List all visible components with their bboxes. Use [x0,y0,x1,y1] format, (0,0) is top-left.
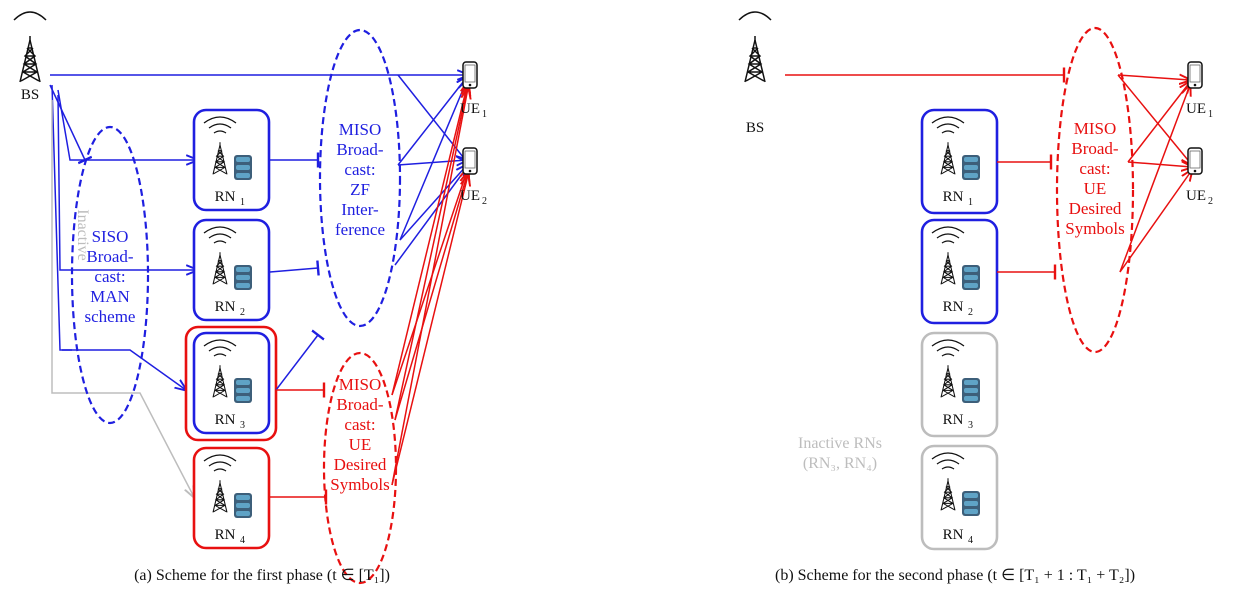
svg-text:2: 2 [482,196,487,207]
svg-text:UE: UE [460,101,480,117]
svg-text:UE: UE [349,435,372,454]
svg-text:2: 2 [968,307,973,318]
panel-b: BS RN 1 RN 2 RN 3 [738,11,1213,584]
svg-text:Inter-: Inter- [341,200,379,219]
miso-zf-ellipse [318,28,402,328]
miso-zf-text: MISO Broad- cast: ZF Inter- ference [335,120,385,239]
svg-text:1: 1 [1208,109,1213,120]
bs-label: BS [21,87,39,103]
svg-text:RN: RN [943,412,964,428]
svg-text:UE: UE [460,188,480,204]
miso-ue-text-b: MISO Broad- cast: UE Desired Symbols [1065,119,1125,238]
phone-icon [1187,61,1203,89]
svg-text:Symbols: Symbols [330,475,390,494]
svg-text:4: 4 [968,535,973,546]
rn-box-b3: RN 3 [920,331,999,438]
svg-text:BS: BS [746,120,764,136]
rn-box-2: RN 2 [192,218,271,322]
miso-ue-ellipse-a [322,351,398,585]
svg-text:MISO: MISO [339,120,382,139]
siso-text: SISO Broad- cast: MAN scheme [85,227,136,326]
svg-text:cast:: cast: [1079,159,1110,178]
rn-ue-links-blue [269,75,467,391]
siso-ellipse [70,125,150,425]
rn-box-3: RN 3 [184,325,278,442]
svg-text:MAN: MAN [90,287,130,306]
ue-1-a: UE 1 [460,61,487,120]
wifi-icon [13,11,47,21]
svg-text:MISO: MISO [339,375,382,394]
svg-text:ZF: ZF [350,180,370,199]
svg-text:ference: ference [335,220,385,239]
inactive-label: Inactive [74,209,91,261]
svg-text:MISO: MISO [1074,119,1117,138]
svg-text:RN: RN [943,299,964,315]
panel-a: BS Inactive SISO Broad- cast: MAN scheme [13,11,487,585]
svg-text:RN: RN [215,527,236,543]
phone-icon [462,147,478,175]
caption-a: (a) Scheme for the first phase (t ∈ [T₁]… [134,567,390,584]
tower-icon [744,35,766,83]
inactive-rns-text: Inactive RNs (RN₃, RN₄) [798,435,882,472]
svg-text:RN: RN [215,412,236,428]
svg-text:RN: RN [215,189,236,205]
rn-box-1: RN 1 [192,108,271,212]
rn-box-b2: RN 2 [920,218,999,325]
ue-2-b: UE 2 [1186,147,1213,207]
svg-text:scheme: scheme [85,307,136,326]
miso-ue-text-a: MISO Broad- cast: UE Desired Symbols [330,375,390,494]
svg-text:2: 2 [240,307,245,318]
tower-icon [19,35,41,83]
svg-text:(RN₃, RN₄): (RN₃, RN₄) [803,455,877,472]
svg-text:1: 1 [482,109,487,120]
svg-text:UE: UE [1084,179,1107,198]
svg-text:RN: RN [215,299,236,315]
svg-text:3: 3 [968,420,973,431]
svg-text:Desired: Desired [334,455,387,474]
ue-2-a: UE 2 [460,147,487,207]
svg-text:Broad-: Broad- [86,247,134,266]
svg-text:RN: RN [943,527,964,543]
phone-icon [462,61,478,89]
miso-ue-ellipse-b [1055,26,1135,354]
svg-text:Broad-: Broad- [336,395,384,414]
bs-tower-b: BS [738,11,772,136]
rn-box-4: RN 4 [192,446,271,550]
ue-1-b: UE 1 [1186,61,1213,120]
svg-text:RN: RN [943,189,964,205]
svg-text:UE: UE [1186,188,1206,204]
svg-text:1: 1 [240,197,245,208]
rn-box-b4: RN 4 [920,444,999,551]
rn-ue-links-red [270,82,468,505]
svg-text:Broad-: Broad- [1071,139,1119,158]
svg-text:Desired: Desired [1069,199,1122,218]
svg-text:cast:: cast: [94,267,125,286]
svg-text:Symbols: Symbols [1065,219,1125,238]
svg-text:Broad-: Broad- [336,140,384,159]
svg-text:cast:: cast: [344,415,375,434]
svg-text:1: 1 [968,197,973,208]
svg-text:4: 4 [240,535,245,546]
svg-text:2: 2 [1208,196,1213,207]
caption-b: (b) Scheme for the second phase (t ∈ [T₁… [775,567,1135,584]
svg-text:cast:: cast: [344,160,375,179]
phone-icon [1187,147,1203,175]
svg-text:UE: UE [1186,101,1206,117]
svg-text:Inactive RNs: Inactive RNs [798,435,882,452]
rn-box-b1: RN 1 [920,108,999,215]
svg-text:SISO: SISO [92,227,129,246]
svg-text:3: 3 [240,420,245,431]
bs-tower-a: BS [13,11,47,103]
